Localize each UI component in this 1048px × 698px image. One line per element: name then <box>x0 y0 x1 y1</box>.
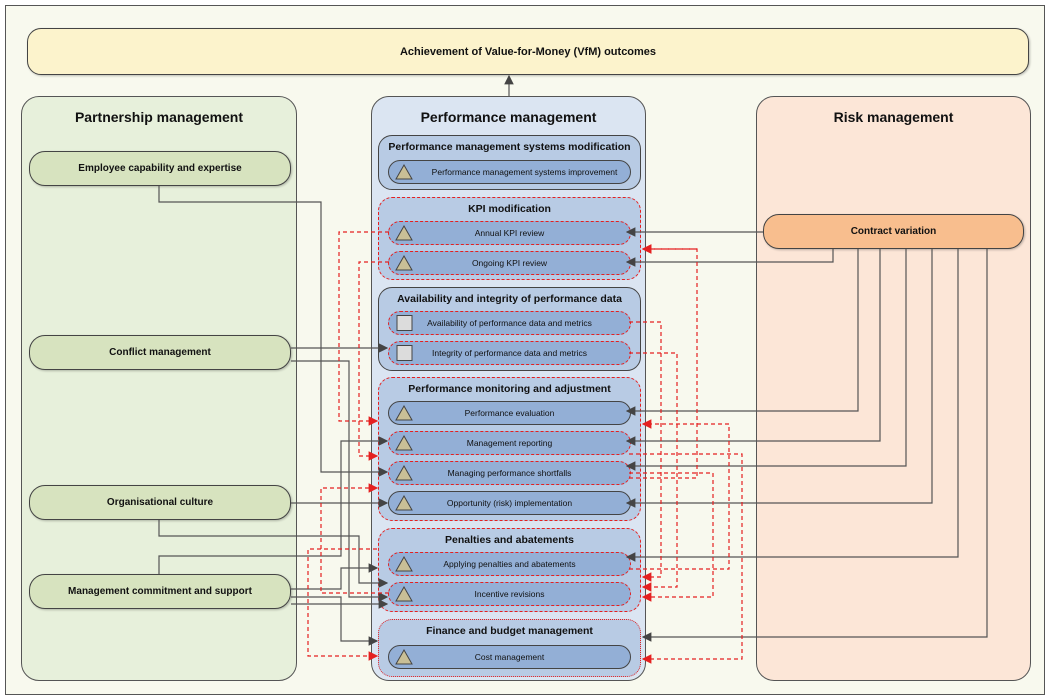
diagram-canvas: Achievement of Value-for-Money (VfM) out… <box>5 5 1045 695</box>
risk-item-contract-variation: Contract variation <box>763 214 1024 249</box>
triangle-icon <box>395 586 413 602</box>
triangle-icon <box>395 556 413 572</box>
activity-applying-penalties: Applying penalties and abatements <box>388 552 631 576</box>
group-title: Penalties and abatements <box>445 534 574 546</box>
activity-managing-shortfalls: Managing performance shortfalls <box>388 461 631 485</box>
activity-cost-management: Cost management <box>388 645 631 669</box>
vfm-outcome-box: Achievement of Value-for-Money (VfM) out… <box>27 28 1029 75</box>
activity-performance-evaluation: Performance evaluation <box>388 401 631 425</box>
activity-incentive-revisions: Incentive revisions <box>388 582 631 606</box>
square-icon <box>396 345 413 361</box>
activity-integrity-of-data: Integrity of performance data and metric… <box>388 341 631 365</box>
triangle-icon <box>395 405 413 421</box>
group-title: Availability and integrity of performanc… <box>397 293 622 305</box>
activity-performance-systems-improvement: Performance management systems improveme… <box>388 160 631 184</box>
square-icon <box>396 315 413 331</box>
triangle-icon <box>395 649 413 665</box>
triangle-icon <box>395 225 413 241</box>
triangle-icon <box>395 435 413 451</box>
partnership-item-management-commitment: Management commitment and support <box>29 574 291 609</box>
risk-management-title: Risk management <box>833 109 954 125</box>
partnership-item-organisational-culture: Organisational culture <box>29 485 291 520</box>
group-penalties-abatements: Penalties and abatements Applying penalt… <box>378 528 641 612</box>
link-commitment-to-penalties <box>291 563 379 590</box>
triangle-icon <box>395 465 413 481</box>
risk-management-panel: Risk management <box>756 96 1031 681</box>
dlink-penalties-to-finance <box>307 548 379 661</box>
activity-annual-kpi-review: Annual KPI review <box>388 221 631 245</box>
partnership-item-conflict-management: Conflict management <box>29 335 291 370</box>
activity-management-reporting: Management reporting <box>388 431 631 455</box>
group-performance-data-integrity: Availability and integrity of performanc… <box>378 287 641 371</box>
activity-ongoing-kpi-review: Ongoing KPI review <box>388 251 631 275</box>
triangle-icon <box>395 164 413 180</box>
group-title: Performance monitoring and adjustment <box>408 383 611 395</box>
group-title: KPI modification <box>468 203 551 215</box>
partnership-item-employee-capability: Employee capability and expertise <box>29 151 291 186</box>
partnership-management-title: Partnership management <box>74 109 244 125</box>
activity-availability-of-data: Availability of performance data and met… <box>388 311 631 335</box>
triangle-icon <box>395 495 413 511</box>
group-title: Performance management systems modificat… <box>388 141 631 153</box>
performance-management-panel: Performance management Performance manag… <box>371 96 646 681</box>
group-performance-monitoring: Performance monitoring and adjustment Pe… <box>378 377 641 521</box>
group-finance-budget: Finance and budget management Cost manag… <box>378 619 641 677</box>
triangle-icon <box>395 255 413 271</box>
group-title: Finance and budget management <box>426 625 593 637</box>
group-kpi-modification: KPI modification Annual KPI review Ongoi… <box>378 197 641 280</box>
activity-opportunity-implementation: Opportunity (risk) implementation <box>388 491 631 515</box>
link-commitment-to-finance-a <box>291 596 379 646</box>
performance-management-title: Performance management <box>420 109 597 125</box>
vfm-outcome-label: Achievement of Value-for-Money (VfM) out… <box>399 45 657 58</box>
group-performance-systems-modification: Performance management systems modificat… <box>378 135 641 190</box>
